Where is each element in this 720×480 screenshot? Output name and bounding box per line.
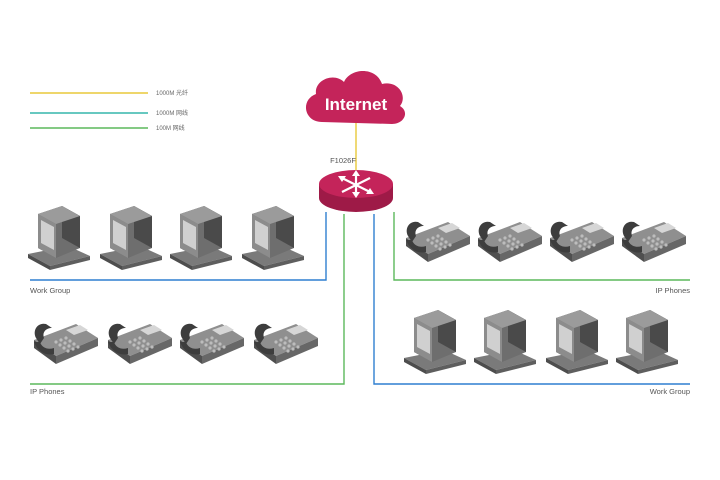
bottom-left-phones: IP Phones [30,323,318,396]
link-bottom-left-phones [30,214,345,385]
legend-label-fiber: 1000M 光纤 [156,89,188,97]
group-label: IP Phones [30,387,65,396]
group-label: Work Group [30,286,70,295]
group-label: Work Group [650,387,690,396]
cloud-icon [305,71,406,124]
legend-label-1000m-cable: 1000M 网线 [156,109,188,117]
router-arrows-icon [341,174,371,194]
cloud-label: Internet [325,95,388,114]
desktop-computer-icon [28,206,90,270]
desktop-computer-icon [242,206,304,270]
link-top-right-phones [393,212,690,281]
desktop-computer-icon [546,310,608,374]
desktop-computer-icon [616,310,678,374]
bottom-right-workgroup: Work Group [404,310,690,396]
desktop-computer-icon [474,310,536,374]
internet-cloud: Internet [305,71,406,124]
ip-phone-icon [478,221,542,262]
top-left-workgroup: Work Group [28,206,304,295]
desktop-computer-icon [100,206,162,270]
connections [30,122,690,385]
router-label: F1026F [330,156,356,165]
ip-phone-icon [550,221,614,262]
link-top-left-workgroup [30,212,327,281]
group-label: IP Phones [656,286,691,295]
desktop-computer-icon [404,310,466,374]
ip-phone-icon [254,323,318,364]
ip-phone-icon [622,221,686,262]
ip-phone-icon [180,323,244,364]
desktop-computer-icon [170,206,232,270]
legend-label-100m-cable: 100M 网线 [156,124,185,132]
ip-phone-icon [108,323,172,364]
ip-phone-icon [406,221,470,262]
top-right-phones: IP Phones [406,221,691,295]
ip-phone-icon [34,323,98,364]
link-bottom-right-workgroup [373,214,690,385]
legend: 1000M 光纤 1000M 网线 100M 网线 [30,89,188,132]
router: F1026F [319,156,393,212]
